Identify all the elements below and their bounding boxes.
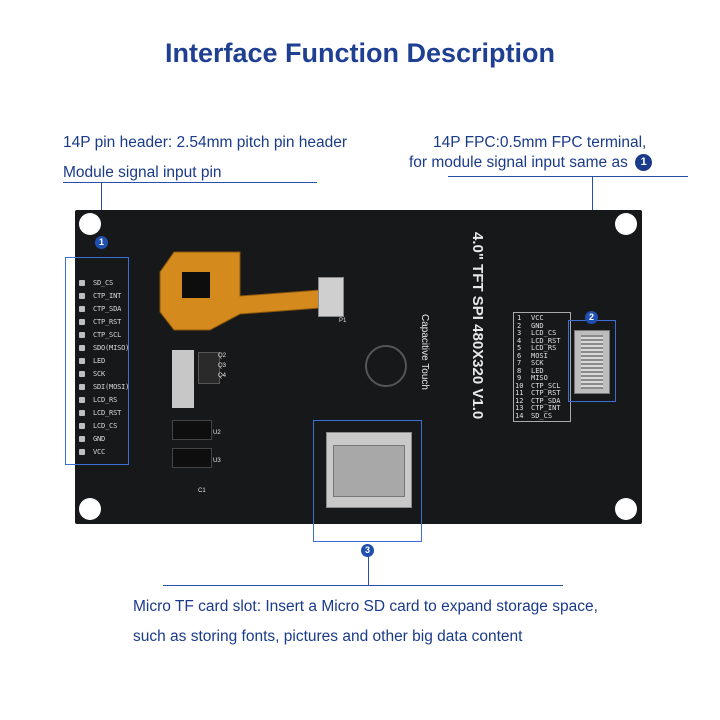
fpc-pin-name: LED (531, 366, 544, 375)
q-label: Q4 (218, 373, 227, 379)
silk-title-block: 4.0" TFT SPI 480X320 V1.0 Capacitive Tou… (418, 232, 488, 492)
callout-3-leader-horizontal (163, 585, 563, 586)
fpc-pin-name: GND (531, 321, 544, 330)
fpc-pin-num: 1 (517, 314, 522, 322)
callout-2-line-2: for module signal input same as 1 (409, 154, 653, 172)
callout-1-line-2: Module signal input pin (63, 164, 222, 181)
fpc-pin-num: 6 (517, 351, 522, 360)
touch-flex-cable (159, 251, 321, 331)
header-pin (79, 332, 85, 338)
fpc-pin-name: VCC (531, 314, 544, 322)
header-pin (79, 358, 85, 364)
callout-2-ref-badge: 1 (635, 154, 653, 172)
header-pin-label: LED (93, 357, 106, 365)
fpc-pin-name: MISO (531, 374, 548, 382)
fpc-pin-num: 5 (517, 344, 522, 352)
capacitor-label: C1 (198, 488, 206, 494)
header-pin-label: CTP_INT (93, 292, 122, 300)
callout-1-badge: 1 (95, 236, 108, 249)
header-pin-label: LCD_RS (93, 396, 118, 404)
header-pin (79, 319, 85, 325)
header-pin-label: VCC (93, 448, 106, 456)
mounting-hole-top-left (79, 213, 101, 235)
connector-label: P1 (339, 318, 347, 324)
header-pin (79, 397, 85, 403)
fpc-connector (574, 330, 610, 394)
header-pin-label: CTP_SDA (93, 305, 122, 313)
callout-1-leader-horizontal (63, 182, 317, 183)
ic-label: U3 (213, 458, 221, 464)
fpc-pin-table: 1 VCC 2 GND 3 LCD_CS 4 LCD_RST 5 LCD_RS … (513, 312, 571, 422)
header-pin-label: CTP_SCL (93, 331, 122, 339)
fpc-pin-name: LCD_RST (531, 336, 561, 345)
fpc-pin-name: CTP_INT (531, 404, 561, 412)
callout-3-leader-vertical (368, 556, 369, 585)
fpc-pin-num: 13 (515, 404, 524, 412)
q-label: Q2 (218, 353, 227, 359)
callout-3-line-2: such as storing fonts, pictures and othe… (133, 628, 523, 645)
callout-1-line-1: 14P pin header: 2.54mm pitch pin header (63, 134, 348, 151)
header-pin (79, 410, 85, 416)
header-pin (79, 345, 85, 351)
header-pin-label: SD_CS (93, 279, 114, 287)
fpc-pin-name: LCD_RS (531, 344, 557, 352)
touch-fpc-connector (318, 277, 344, 317)
transistor-group (198, 352, 220, 384)
fpc-pin-num: 12 (515, 396, 524, 405)
header-pin-label: CTP_RST (93, 318, 122, 326)
header-pin (79, 436, 85, 442)
header-pin (79, 449, 85, 455)
fpc-pin-num: 2 (517, 321, 522, 330)
micro-sd-slot (326, 432, 412, 508)
fpc-pin-name: CTP_SCL (531, 381, 561, 390)
page-title: Interface Function Description (164, 38, 556, 68)
header-pin (79, 384, 85, 390)
fpc-pin-num: 7 (517, 359, 522, 367)
header-pin-label: GND (93, 435, 106, 443)
header-pin (79, 280, 85, 286)
fpc-pin-num: 14 (515, 411, 524, 420)
silk-title: 4.0" TFT SPI 480X320 V1.0 (469, 232, 486, 420)
callout-3-line-1: Micro TF card slot: Insert a Micro SD ca… (133, 598, 598, 615)
header-pin-label: SDO(MISO) (93, 344, 130, 352)
fpc-pin-name: LCD_CS (531, 329, 557, 337)
pin-header-highlight-box (65, 257, 129, 465)
mounting-hole-top-right (615, 213, 637, 235)
sd-slot-highlight-box (313, 420, 422, 542)
callout-3-badge: 3 (361, 544, 374, 557)
fpc-pin-name: CTP_SDA (531, 396, 561, 405)
mounting-hole-bottom-left (79, 498, 101, 520)
callout-2-line-1: 14P FPC:0.5mm FPC terminal, (433, 134, 647, 151)
callout-2-badge: 2 (585, 311, 598, 324)
ic-u2 (172, 420, 212, 440)
fpc-pin-name: SCK (531, 359, 544, 367)
header-pin (79, 371, 85, 377)
silk-subtitle: Capacitive Touch (419, 314, 430, 390)
fpc-pin-num: 8 (517, 366, 522, 375)
header-pin-label: LCD_RST (93, 409, 122, 417)
header-pin-label: SDI(MOSI) (93, 383, 130, 391)
fpc-pin-num: 11 (515, 389, 524, 397)
header-pin (79, 306, 85, 312)
fpc-pin-name: MOSI (531, 351, 548, 360)
header-pin (79, 423, 85, 429)
fpc-pin-num: 3 (517, 329, 522, 337)
fpc-pin-num: 4 (517, 336, 522, 345)
fpc-pin-num: 9 (517, 374, 522, 382)
q-label: Q3 (218, 363, 227, 369)
logo-mark (365, 345, 407, 387)
fpc-pin-name: SD_CS (531, 411, 553, 420)
mounting-hole-bottom-right (615, 498, 637, 520)
header-pin-label: SCK (93, 370, 106, 378)
callout-2-leader-horizontal (448, 176, 688, 177)
fpc-pin-name: CTP_RST (531, 389, 561, 397)
fpc-pin-num: 10 (515, 381, 524, 390)
resistor-array (172, 350, 194, 408)
ic-label: U2 (213, 430, 221, 436)
header-pin (79, 293, 85, 299)
header-pin-label: LCD_CS (93, 422, 118, 430)
ic-u3 (172, 448, 212, 468)
